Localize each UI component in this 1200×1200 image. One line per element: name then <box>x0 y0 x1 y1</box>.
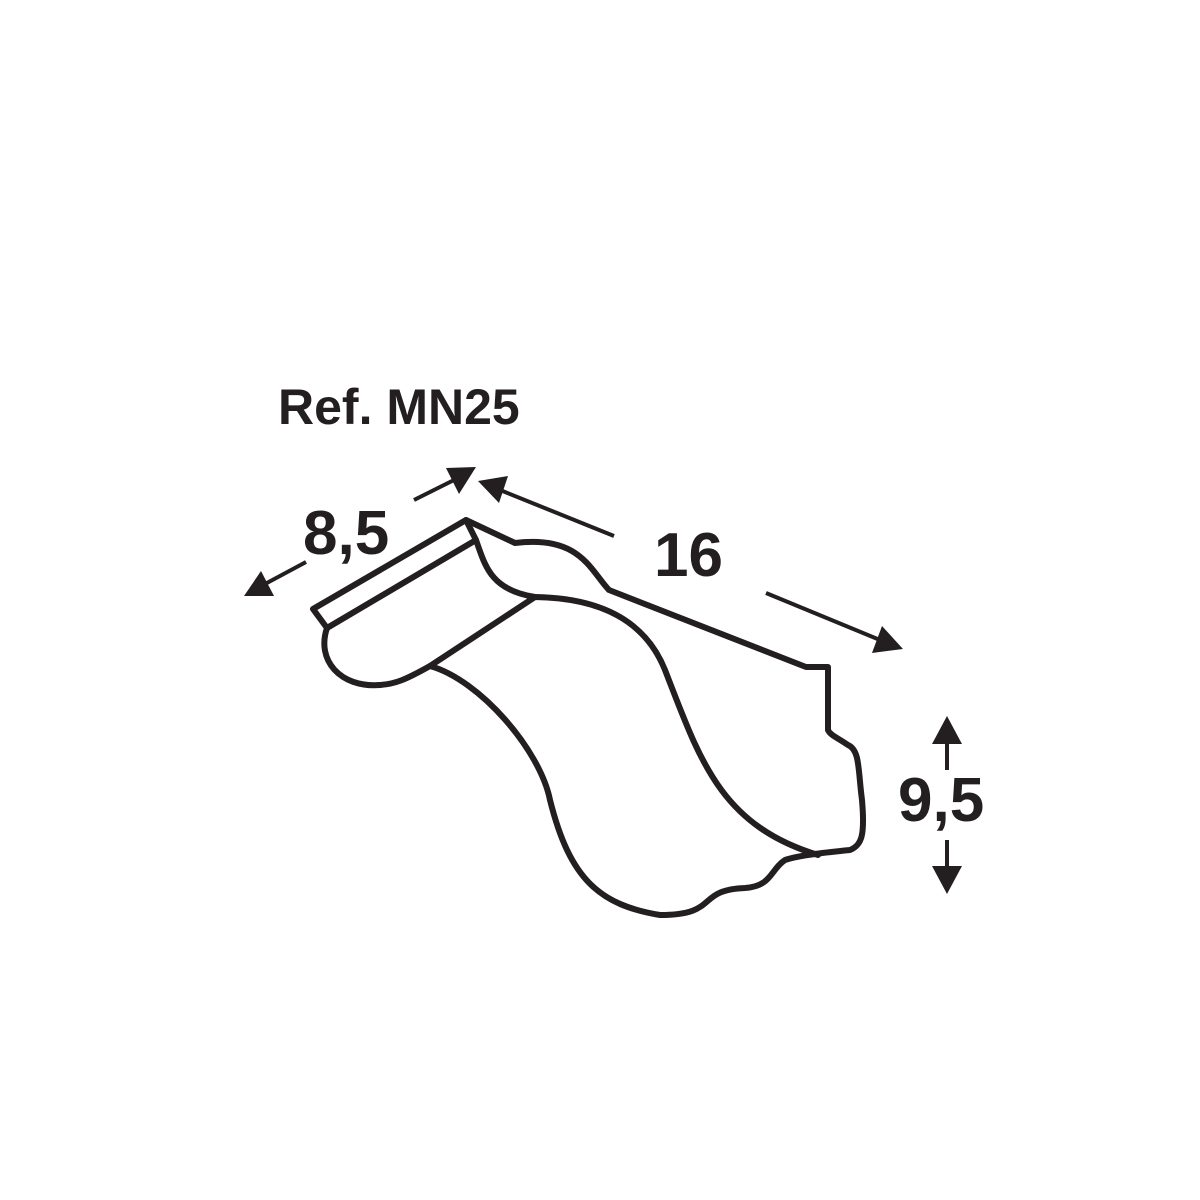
profile-top-edge <box>463 517 538 600</box>
moulding-profile <box>310 517 867 918</box>
width-arrow-lower-line <box>264 560 307 586</box>
length-arrow-lower-line <box>765 591 881 642</box>
profile-top-band <box>324 537 479 631</box>
height-dimension-label: 9,5 <box>898 766 985 835</box>
profile-outline <box>310 517 867 918</box>
profile-inner-cove <box>427 594 821 858</box>
width-dimension-arrows <box>244 467 476 596</box>
length-arrow-upper-line <box>499 488 615 538</box>
height-dimension-arrows <box>932 716 962 894</box>
width-arrow-upper-head <box>446 467 476 494</box>
width-arrow-lower-head <box>244 571 274 596</box>
length-arrow-upper-head <box>478 476 508 503</box>
length-arrow-lower-head <box>872 626 903 653</box>
length-dimension-label: 16 <box>654 521 723 590</box>
width-dimension-label: 8,5 <box>303 499 390 568</box>
length-dimension-arrows <box>478 476 903 653</box>
width-arrow-upper-line <box>413 478 455 502</box>
height-arrow-upper-head <box>932 716 962 744</box>
height-arrow-lower-head <box>932 866 962 894</box>
reference-label: Ref. MN25 <box>278 379 520 435</box>
